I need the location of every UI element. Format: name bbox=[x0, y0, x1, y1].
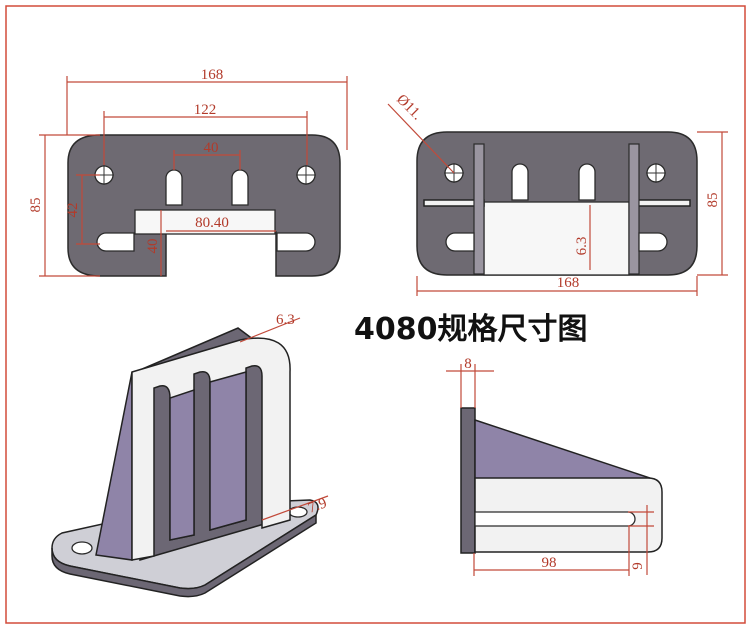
dim-front-hole-height: 42 bbox=[65, 203, 81, 218]
side-view: 8 98 9 bbox=[446, 356, 663, 576]
top-slot-bottom-left bbox=[445, 232, 475, 252]
top-view-wall-right bbox=[628, 143, 640, 275]
dim-front-overall-width: 168 bbox=[201, 67, 224, 83]
top-view-opening bbox=[483, 201, 630, 276]
page-frame bbox=[5, 5, 746, 624]
dim-front-opening-width: 80.40 bbox=[195, 215, 229, 231]
iso-slot-1 bbox=[169, 388, 195, 541]
iso-view: 6.3 7.9 bbox=[51, 312, 329, 598]
top-view: Ø11. 168 85 6.3 bbox=[387, 92, 728, 296]
top-slot-right bbox=[578, 163, 596, 201]
dim-top-hole-diameter: Ø11. bbox=[393, 92, 425, 124]
side-flange bbox=[460, 407, 476, 554]
dim-front-slot-spacing: 40 bbox=[204, 140, 219, 156]
front-slot-bottom-left bbox=[96, 232, 135, 252]
dim-front-overall-height: 85 bbox=[28, 198, 44, 213]
top-slot-left bbox=[511, 163, 529, 201]
dim-side-base-length: 98 bbox=[542, 555, 557, 571]
iso-base-hole-right bbox=[288, 506, 308, 518]
iso-base-hole-left bbox=[71, 541, 93, 555]
top-slot-bottom-right bbox=[638, 232, 668, 252]
iso-rib bbox=[95, 371, 133, 561]
front-view-plate bbox=[67, 134, 341, 277]
side-slot bbox=[474, 511, 636, 527]
dim-top-overall-height: 85 bbox=[705, 193, 721, 208]
dim-front-hole-spacing: 122 bbox=[194, 102, 217, 118]
dim-iso-base-thickness: 7.9 bbox=[306, 495, 329, 516]
front-view: 168 122 40 80.40 85 42 40 bbox=[28, 67, 348, 277]
front-slot-left bbox=[165, 169, 183, 206]
top-view-wall-left bbox=[473, 143, 485, 275]
dim-side-slot-width: 9 bbox=[630, 562, 646, 570]
dim-top-overall-width: 168 bbox=[557, 275, 580, 291]
iso-base-edge bbox=[51, 513, 317, 598]
spec-title: 4080规格尺寸图 bbox=[354, 312, 588, 347]
front-view-opening bbox=[134, 209, 276, 235]
front-slot-bottom-right bbox=[276, 232, 316, 252]
iso-slot-2 bbox=[209, 371, 247, 531]
dim-top-plate-thickness: 6.3 bbox=[574, 237, 590, 256]
dim-side-flange-width: 8 bbox=[464, 356, 472, 372]
front-slot-right bbox=[231, 169, 249, 206]
dim-iso-wall-thickness: 6.3 bbox=[276, 312, 295, 328]
dim-front-opening-depth: 40 bbox=[145, 239, 161, 254]
